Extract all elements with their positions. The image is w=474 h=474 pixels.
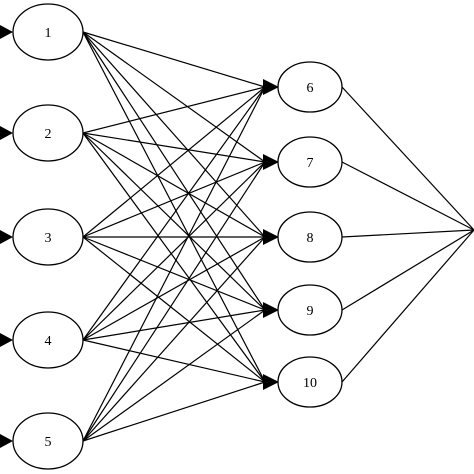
node-circle [277, 211, 343, 263]
node-label: 8 [307, 231, 314, 246]
node-8: 8 [277, 211, 343, 263]
edge-5-to-10 [82, 381, 266, 442]
edge-1-to-9 [82, 31, 266, 311]
node-label: 6 [307, 81, 314, 96]
edge-5-to-8 [82, 236, 266, 442]
arrowhead-into-node-6 [263, 79, 279, 95]
node-10: 10 [277, 356, 343, 408]
edge-1-to-8 [82, 31, 266, 238]
arrowhead-into-node-10 [263, 374, 279, 390]
node-circle [277, 284, 343, 336]
node-label: 2 [45, 127, 52, 142]
edge-2-to-7 [82, 132, 266, 163]
node-label: 3 [45, 231, 52, 246]
edge-4-to-7 [82, 161, 266, 341]
node-circle [12, 104, 84, 162]
input-arrow-node-1 [0, 25, 13, 39]
neuron-nodes: 1 2 3 4 5 6 7 8 9 10 [12, 3, 343, 470]
node-circle [277, 61, 343, 113]
node-2: 2 [12, 104, 84, 162]
edge-4-to-8 [82, 236, 266, 341]
input-arrow-node-3 [0, 230, 13, 244]
edge-4-to-6 [82, 86, 266, 341]
node-5: 5 [12, 412, 84, 470]
input-arrow-node-2 [0, 126, 13, 140]
edge-4-to-9 [82, 309, 266, 341]
node-circle [12, 208, 84, 266]
edge-6-to-output [341, 86, 474, 231]
edge-1-to-6 [82, 31, 266, 88]
arrowhead-into-node-7 [263, 154, 279, 170]
edge-2-to-8 [82, 132, 266, 238]
node-label: 9 [307, 304, 314, 319]
edge-5-to-9 [82, 309, 266, 442]
node-label: 10 [303, 376, 317, 391]
edge-3-to-10 [82, 236, 266, 383]
edge-1-to-10 [82, 31, 266, 383]
node-circle [277, 356, 343, 408]
node-3: 3 [12, 208, 84, 266]
edge-7-to-output [341, 161, 474, 231]
node-circle [12, 311, 84, 369]
edge-8-to-output [341, 229, 474, 238]
node-label: 7 [307, 156, 314, 171]
arrowhead-into-node-8 [263, 229, 279, 245]
node-circle [12, 3, 84, 61]
node-1: 1 [12, 3, 84, 61]
connection-edges [82, 31, 474, 442]
input-arrow-node-4 [0, 333, 13, 347]
edge-5-to-7 [82, 161, 266, 442]
node-label: 4 [45, 334, 52, 349]
node-4: 4 [12, 311, 84, 369]
node-6: 6 [277, 61, 343, 113]
node-7: 7 [277, 136, 343, 188]
edge-3-to-9 [82, 236, 266, 311]
node-9: 9 [277, 284, 343, 336]
node-circle [12, 412, 84, 470]
arrowhead-into-node-9 [263, 302, 279, 318]
input-arrow-node-5 [0, 434, 13, 448]
edge-9-to-output [341, 229, 474, 311]
node-label: 1 [45, 26, 52, 41]
edge-10-to-output [341, 229, 474, 383]
node-circle [277, 136, 343, 188]
edge-2-to-9 [82, 132, 266, 311]
edge-2-to-6 [82, 86, 266, 134]
edge-3-to-6 [82, 86, 266, 238]
node-label: 5 [45, 435, 52, 450]
edge-2-to-10 [82, 132, 266, 383]
edge-3-to-7 [82, 161, 266, 238]
arrowheads [0, 25, 279, 448]
edge-4-to-10 [82, 339, 266, 383]
edge-5-to-6 [82, 86, 266, 442]
edge-1-to-7 [82, 31, 266, 163]
